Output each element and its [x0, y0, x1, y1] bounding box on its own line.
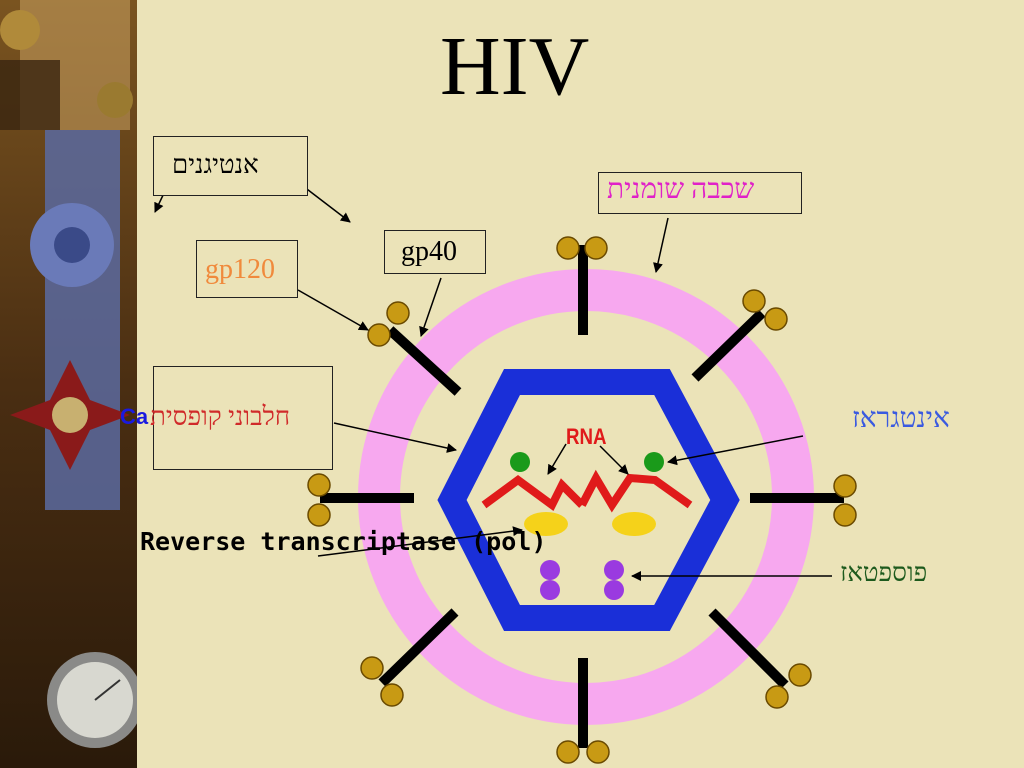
capsid-hexagon [437, 369, 740, 631]
capsid-latin-fragment: Ca [120, 404, 149, 429]
arrow-integrase [667, 435, 804, 466]
integrase-dot [644, 452, 664, 472]
capsid-protein-label: חלבוני קופסית [150, 402, 291, 431]
spike-knob [307, 503, 331, 527]
arrow-rna-left [547, 443, 567, 475]
phosphatase-dot [540, 580, 560, 600]
spike [691, 309, 766, 382]
spike-knob [556, 236, 580, 260]
arrow-gp40 [419, 277, 442, 337]
integrase-dot [510, 452, 530, 472]
spike-knob [360, 656, 384, 680]
arrow-gp120 [297, 289, 369, 331]
spike-knob [764, 307, 788, 331]
spike-knob [386, 301, 410, 325]
leader-arrows [154, 169, 832, 581]
decorative-side-image [0, 0, 137, 768]
rna-strand [578, 469, 693, 513]
rna-strands [481, 469, 693, 513]
reverse-transcriptase-label: Reverse transcriptase (pol) [140, 527, 547, 556]
spike-knob [765, 685, 789, 709]
antigens-label: אנטיגנים [172, 150, 259, 179]
antigens-label-box [153, 136, 308, 196]
spike-knob [742, 289, 766, 313]
lipid-layer-label-box [598, 172, 802, 214]
gp120-label-box [196, 240, 298, 298]
gp40-label: gp40 [401, 236, 457, 267]
phosphatase-dot [540, 560, 560, 580]
gp120-label: gp120 [205, 254, 275, 285]
page-title: HIV [440, 20, 590, 113]
capsid-protein-label-box [153, 366, 333, 470]
arrow-lipid [653, 217, 669, 273]
gp40-label-box [384, 230, 486, 274]
lipid-layer-label: שכבה שומנית [607, 174, 755, 205]
reverse-transcriptase-blob [524, 512, 568, 536]
rna-strand [481, 475, 585, 512]
phosphatase-label: פוספטאז [840, 558, 928, 587]
spike-knob [556, 740, 580, 764]
spike-knob [788, 663, 812, 687]
button-ornament [0, 10, 40, 50]
spike-knob [833, 474, 857, 498]
spike-knob [833, 503, 857, 527]
arrow-capsid [333, 422, 457, 453]
rna-label: RNA [566, 424, 607, 449]
spike [708, 608, 789, 689]
spike-knobs [307, 236, 857, 764]
envelope-spikes [320, 245, 844, 748]
phosphatase-dot [604, 560, 624, 580]
button-ornament [97, 82, 133, 118]
spike-knob [584, 236, 608, 260]
spike-knob [586, 740, 610, 764]
spike-knob [380, 683, 404, 707]
arrow-reverse-transcriptase [317, 526, 523, 557]
arrow-rna-right [599, 445, 629, 475]
phosphatase-dot [604, 580, 624, 600]
integrase-label: אינטגראז [852, 403, 950, 434]
phosphatase-dots [540, 560, 624, 600]
spike [378, 608, 459, 687]
spike-knob [307, 473, 331, 497]
reverse-transcriptase-blob [612, 512, 656, 536]
spike [386, 326, 462, 396]
spike-knob [367, 323, 391, 347]
